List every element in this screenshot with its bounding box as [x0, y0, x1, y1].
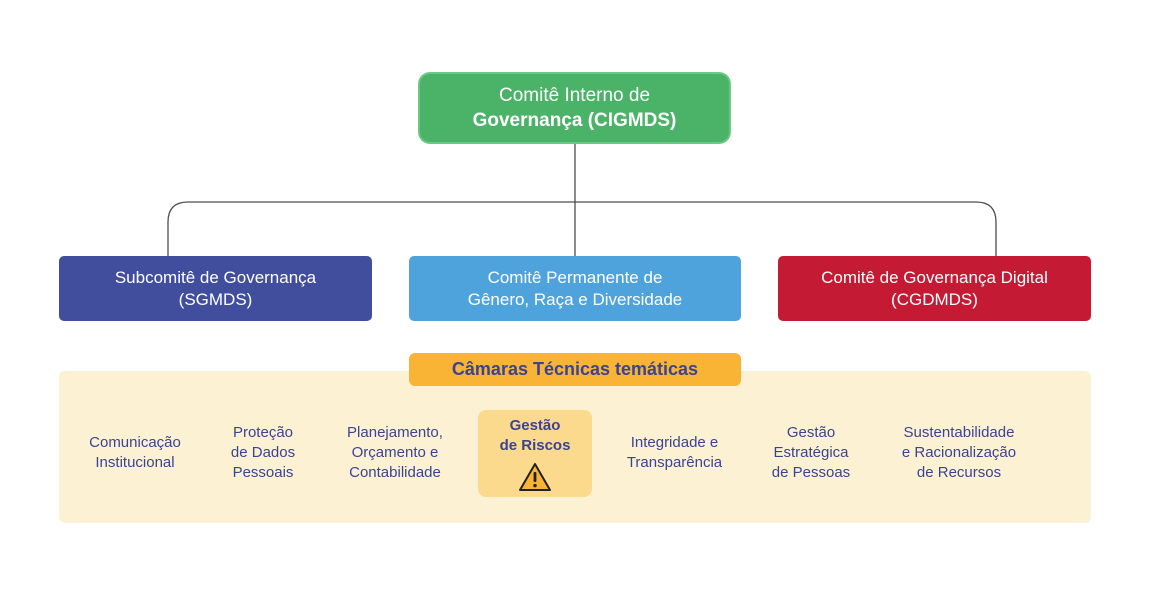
- subcommittee-governance-line1: Subcomitê de Governança: [114, 267, 317, 287]
- chamber-gestao-pessoas: Gestão Estratégica de Pessoas: [755, 405, 867, 500]
- chamber-line: Proteção: [232, 423, 294, 441]
- chamber-line: e Racionalização: [901, 443, 1017, 461]
- digital-governance-committee-line2: (CGDMDS): [891, 289, 978, 309]
- permanent-committee-box: Comitê Permanente de Gênero, Raça e Dive…: [409, 256, 741, 321]
- root-committee-box: Comitê Interno de Governança (CIGMDS): [418, 72, 731, 144]
- chamber-line: Planejamento,: [347, 423, 443, 441]
- chamber-line: Contabilidade: [349, 463, 441, 481]
- chamber-line: Integridade e: [630, 433, 719, 451]
- warning-icon: [519, 463, 551, 491]
- chamber-line: de Dados: [230, 443, 296, 461]
- subcommittee-governance-line2: (SGMDS): [178, 289, 253, 309]
- chamber-line: Sustentabilidade: [903, 423, 1015, 441]
- chamber-line: Transparência: [626, 453, 723, 471]
- chamber-line: de Pessoas: [771, 463, 851, 481]
- chamber-sustentabilidade: Sustentabilidade e Racionalização de Rec…: [883, 405, 1035, 500]
- chamber-comunicacao: Comunicação Institucional: [75, 405, 195, 500]
- chamber-line: Estratégica: [773, 443, 849, 461]
- technical-chambers-title: Câmaras Técnicas temáticas: [409, 353, 741, 386]
- chamber-line: de Riscos: [499, 437, 571, 454]
- chamber-line: Gestão: [509, 417, 561, 434]
- root-committee-line2: Governança (CIGMDS): [472, 110, 677, 131]
- chamber-line: Gestão: [786, 423, 836, 441]
- chamber-protecao-dados: Proteção de Dados Pessoais: [208, 405, 318, 500]
- chamber-gestao-riscos: Gestão de Riscos: [478, 410, 592, 497]
- chamber-line: de Recursos: [916, 463, 1002, 481]
- permanent-committee-line1: Comitê Permanente de: [487, 267, 663, 287]
- chamber-line: Pessoais: [232, 463, 294, 481]
- chamber-line: Orçamento e: [351, 443, 439, 461]
- chamber-line: Comunicação: [89, 433, 181, 451]
- digital-governance-committee-box: Comitê de Governança Digital (CGDMDS): [778, 256, 1091, 321]
- permanent-committee-line2: Gênero, Raça e Diversidade: [467, 289, 683, 309]
- digital-governance-committee-line1: Comitê de Governança Digital: [821, 267, 1048, 287]
- subcommittee-governance-box: Subcomitê de Governança (SGMDS): [59, 256, 372, 321]
- chamber-integridade: Integridade e Transparência: [608, 405, 741, 500]
- chamber-line: Institucional: [95, 453, 175, 471]
- root-committee-line1: Comitê Interno de: [498, 85, 651, 106]
- chamber-planejamento: Planejamento, Orçamento e Contabilidade: [332, 405, 458, 500]
